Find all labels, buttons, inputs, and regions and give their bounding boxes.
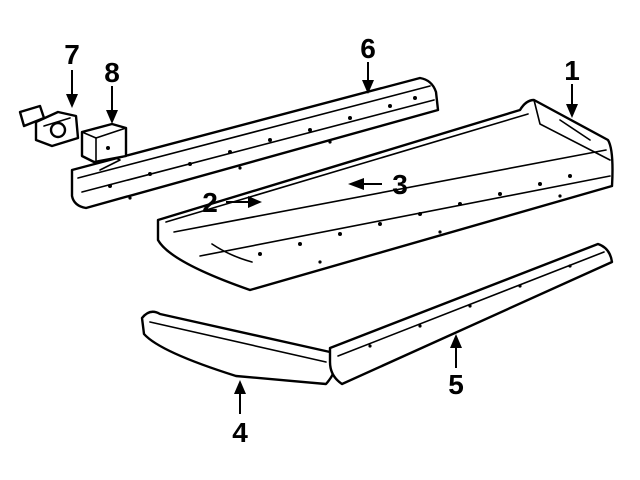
leader-3 (348, 178, 382, 190)
leader-8 (106, 86, 118, 124)
callout-4: 4 (232, 417, 248, 448)
energy-absorber-part (18, 104, 80, 148)
leader-7 (66, 70, 78, 108)
leader-2 (226, 196, 262, 208)
callout-7: 7 (64, 39, 80, 70)
callout-2: 2 (202, 187, 218, 218)
callout-1: 1 (564, 55, 580, 86)
callout-5: 5 (448, 369, 464, 400)
mount-bracket-part (80, 122, 128, 164)
leader-5 (450, 334, 462, 368)
callout-6: 6 (360, 33, 376, 64)
bumper-cover-part (156, 98, 614, 292)
callout-8: 8 (104, 57, 120, 88)
lower-molding-center-part (328, 242, 614, 386)
leader-6 (362, 62, 374, 94)
leader-4 (234, 380, 246, 414)
impact-bar-part (70, 76, 440, 210)
lower-molding-end-part (140, 310, 337, 386)
leader-1 (566, 84, 578, 118)
callout-3: 3 (392, 169, 408, 200)
